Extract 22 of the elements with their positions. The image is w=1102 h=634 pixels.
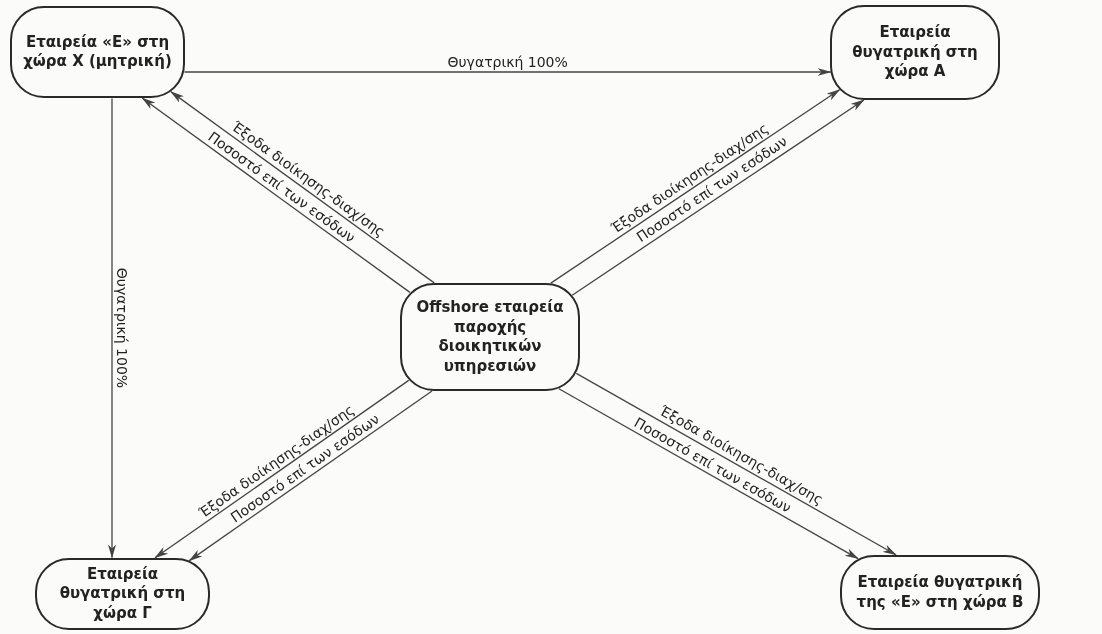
rounded-box — [840, 555, 1040, 630]
arrow — [571, 99, 865, 296]
rounded-box — [830, 5, 1000, 100]
node-label: Εταιρεία θυγατρική της «Ε» στη χώρα Β — [855, 573, 1025, 612]
arrow — [154, 379, 410, 559]
arrow — [170, 91, 435, 284]
arrow — [108, 97, 116, 559]
edge-label: Θυγατρική 100% — [447, 54, 568, 70]
arrow — [558, 388, 859, 560]
node-label: Εταιρεία «Ε» στη χώρα Χ (μητρική) — [22, 32, 173, 72]
arrow — [188, 390, 433, 562]
arrow — [183, 68, 832, 76]
rounded-box — [10, 6, 185, 98]
node-label: Εταιρεία θυγατρική στη χώρα Α — [851, 23, 979, 82]
node-label: Εταιρεία θυγατρική στη χώρα Γ — [58, 564, 187, 624]
node-label: Offshore εταιρεία παροχής διοικητικών υπηρεσιών — [415, 298, 565, 376]
rounded-box — [400, 283, 580, 391]
arrow — [550, 89, 841, 284]
arrow — [141, 97, 411, 294]
rounded-box — [35, 558, 210, 630]
edge-label: Θυγατρική 100% — [114, 267, 131, 389]
arrow — [575, 372, 897, 556]
